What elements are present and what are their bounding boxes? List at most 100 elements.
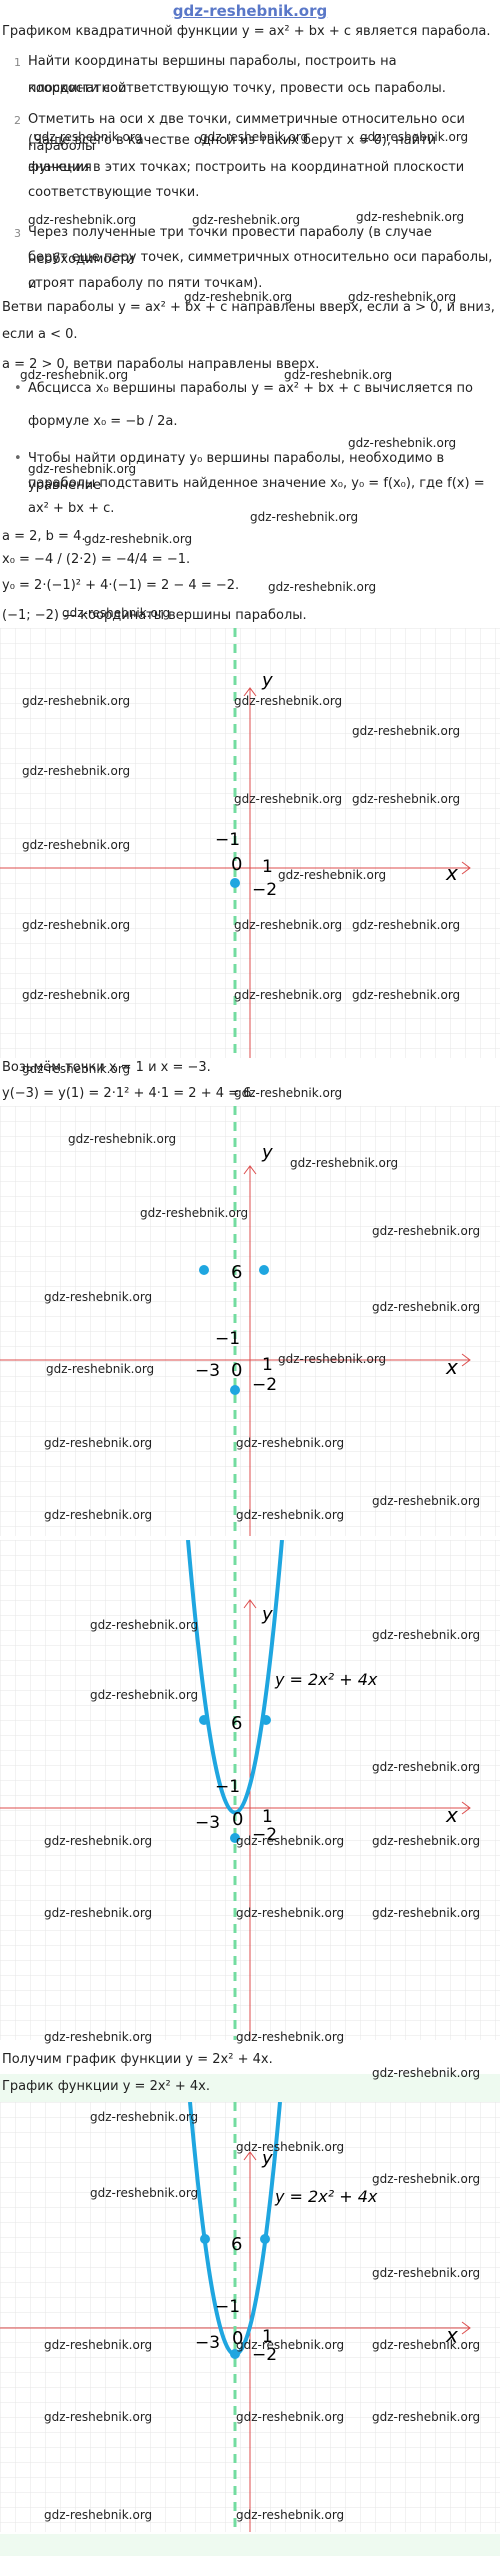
- origin-label: 0: [231, 1360, 242, 1381]
- watermark: gdz-reshebnik.org: [44, 1290, 153, 1304]
- watermark: gdz-reshebnik.org: [348, 436, 457, 450]
- watermark: gdz-reshebnik.org: [352, 988, 461, 1002]
- tick-label: 1: [262, 1355, 273, 1375]
- watermark: gdz-reshebnik.org: [236, 2030, 345, 2044]
- tick-label: −2: [252, 1825, 277, 1845]
- y-axis-label: y: [261, 670, 273, 691]
- tick-label: −2: [252, 880, 277, 900]
- watermark: gdz-reshebnik.org: [44, 2338, 153, 2352]
- watermark: gdz-reshebnik.org: [20, 368, 129, 382]
- step-line: Найти координаты вершины параболы, постр…: [28, 54, 397, 96]
- watermark: gdz-reshebnik.org: [184, 290, 293, 304]
- watermark: gdz-reshebnik.org: [372, 2266, 481, 2280]
- watermark: gdz-reshebnik.org: [22, 1062, 131, 1076]
- step-line: (Чаще всего в качестве одной из таких бе…: [28, 133, 437, 175]
- ab-values: a = 2, b = 4.: [2, 529, 86, 544]
- y-axis-label: y: [261, 1142, 273, 1163]
- ordinate-text: Чтобы найти ординату y₀ вершины параболы…: [28, 451, 445, 493]
- watermark: gdz-reshebnik.org: [372, 1760, 481, 1774]
- point-minus-three: [199, 1265, 209, 1275]
- watermark: gdz-reshebnik.org: [22, 918, 131, 932]
- y-axis-label: y: [261, 1604, 273, 1625]
- x-axis-label: x: [445, 1355, 458, 1379]
- watermark: gdz-reshebnik.org: [44, 2030, 153, 2044]
- watermark: gdz-reshebnik.org: [372, 1628, 481, 1642]
- vertex-point: [230, 2349, 240, 2359]
- y-axis-label: y: [261, 2148, 273, 2169]
- take-points-text: Возьмём точки x = 1 и x = −3.: [2, 1060, 211, 1075]
- point-minus-three: [200, 2234, 210, 2244]
- tick-label: −3: [195, 1813, 220, 1833]
- tick-label: 6: [231, 1262, 242, 1283]
- branches-text: Ветви параболы y = ax² + bx + c направле…: [2, 300, 495, 315]
- point-one: [261, 1715, 271, 1725]
- graph-vertex: y x 0 1 −1 −2: [0, 628, 500, 1058]
- y-arrow-icon: [243, 687, 257, 697]
- watermark: gdz-reshebnik.org: [236, 2140, 345, 2154]
- watermark: gdz-reshebnik.org: [278, 1352, 387, 1366]
- x-arrow-icon: [461, 1801, 471, 1815]
- watermark: gdz-reshebnik.org: [22, 988, 131, 1002]
- intro-text: Графиком квадратичной функции y = ax² + …: [2, 24, 491, 39]
- watermark: gdz-reshebnik.org: [372, 1300, 481, 1314]
- curve-label: y = 2x² + 4x: [274, 2187, 378, 2206]
- watermark: gdz-reshebnik.org: [356, 210, 465, 224]
- watermark: gdz-reshebnik.org: [140, 1206, 249, 1220]
- watermark: gdz-reshebnik.org: [250, 510, 359, 524]
- watermark: gdz-reshebnik.org: [236, 1834, 345, 1848]
- watermark: gdz-reshebnik.org: [22, 694, 131, 708]
- curve-label: y = 2x² + 4x: [274, 1670, 378, 1689]
- watermark: gdz-reshebnik.org: [44, 2508, 153, 2522]
- vertex-point: [230, 1833, 240, 1843]
- vertex-point: [230, 1385, 240, 1395]
- watermark: gdz-reshebnik.org: [192, 213, 301, 227]
- watermark: gdz-reshebnik.org: [236, 1906, 345, 1920]
- watermark: gdz-reshebnik.org: [372, 1834, 481, 1848]
- tick-label: 1: [262, 857, 273, 877]
- x-arrow-icon: [461, 861, 471, 875]
- step-line: соответствующие точки.: [28, 185, 200, 200]
- step-number: 2: [14, 114, 21, 127]
- bullet-icon: •: [14, 451, 22, 466]
- watermark: gdz-reshebnik.org: [278, 868, 387, 882]
- x-arrow-icon: [461, 1353, 471, 1367]
- vertex-text: (−1; −2) — координаты вершины параболы.: [2, 608, 307, 623]
- watermark: gdz-reshebnik.org: [90, 2110, 199, 2124]
- x-axis-label: x: [445, 2323, 458, 2347]
- watermark: gdz-reshebnik.org: [90, 1618, 199, 1632]
- x-arrow-icon: [461, 2321, 471, 2335]
- graph-final: y x 0 1 −1 −2 −3 6 y = 2x² + 4x: [0, 2102, 500, 2532]
- step-line: Отметить на оси x две точки, симметричны…: [28, 112, 465, 154]
- ordinate-text: ax² + bx + c.: [28, 501, 115, 516]
- site-title[interactable]: gdz-reshebnik.org: [172, 2, 328, 20]
- tick-label: −1: [215, 2297, 240, 2317]
- tick-label: −2: [252, 2345, 277, 2365]
- watermark: gdz-reshebnik.org: [90, 2186, 199, 2200]
- branches-text: если a < 0.: [2, 327, 78, 342]
- graph-title-band: [0, 2074, 500, 2102]
- watermark: gdz-reshebnik.org: [236, 2508, 345, 2522]
- watermark: gdz-reshebnik.org: [44, 1436, 153, 1450]
- tick-label: −2: [252, 1375, 277, 1395]
- y-values-text: y(−3) = y(1) = 2·1² + 4·1 = 2 + 4 = 6.: [2, 1086, 256, 1101]
- watermark: gdz-reshebnik.org: [234, 918, 343, 932]
- tick-label: 6: [231, 2234, 242, 2255]
- tick-label: −1: [215, 1329, 240, 1349]
- watermark: gdz-reshebnik.org: [34, 130, 143, 144]
- x0-formula: x₀ = −4 / (2·2) = −4/4 = −1.: [2, 552, 191, 567]
- watermark: gdz-reshebnik.org: [372, 2338, 481, 2352]
- watermark: gdz-reshebnik.org: [44, 2410, 153, 2424]
- x-axis-label: x: [445, 1803, 458, 1827]
- parabola-curve: [186, 1540, 284, 1815]
- watermark: gdz-reshebnik.org: [234, 694, 343, 708]
- tick-label: 6: [231, 1713, 242, 1734]
- watermark: gdz-reshebnik.org: [236, 2338, 345, 2352]
- step-number: 1: [14, 56, 21, 69]
- watermark: gdz-reshebnik.org: [372, 1906, 481, 1920]
- y-arrow-icon: [243, 1165, 257, 1175]
- watermark: gdz-reshebnik.org: [90, 1688, 199, 1702]
- origin-label: 0: [231, 854, 242, 875]
- tick-label: −3: [195, 1361, 220, 1381]
- watermark: gdz-reshebnik.org: [352, 792, 461, 806]
- y-arrow-icon: [243, 1599, 257, 1609]
